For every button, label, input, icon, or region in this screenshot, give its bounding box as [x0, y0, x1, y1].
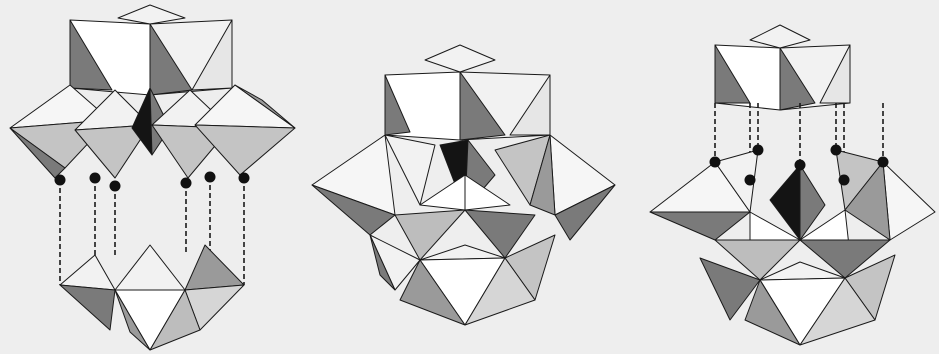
panel-partially-exploded-view — [640, 0, 939, 354]
top-cap-octahedra — [385, 45, 550, 140]
linking-atoms — [55, 172, 250, 192]
lower-cap-octahedra — [60, 245, 244, 350]
panel-exploded-view — [0, 0, 310, 354]
top-cap-octahedra — [70, 5, 232, 95]
middle-ring-octahedra — [10, 85, 295, 178]
lower-octahedra — [700, 255, 895, 345]
top-cap-octahedra — [715, 25, 850, 110]
middle-ring-octahedra — [312, 135, 615, 260]
panel-assembled-view — [300, 0, 630, 354]
